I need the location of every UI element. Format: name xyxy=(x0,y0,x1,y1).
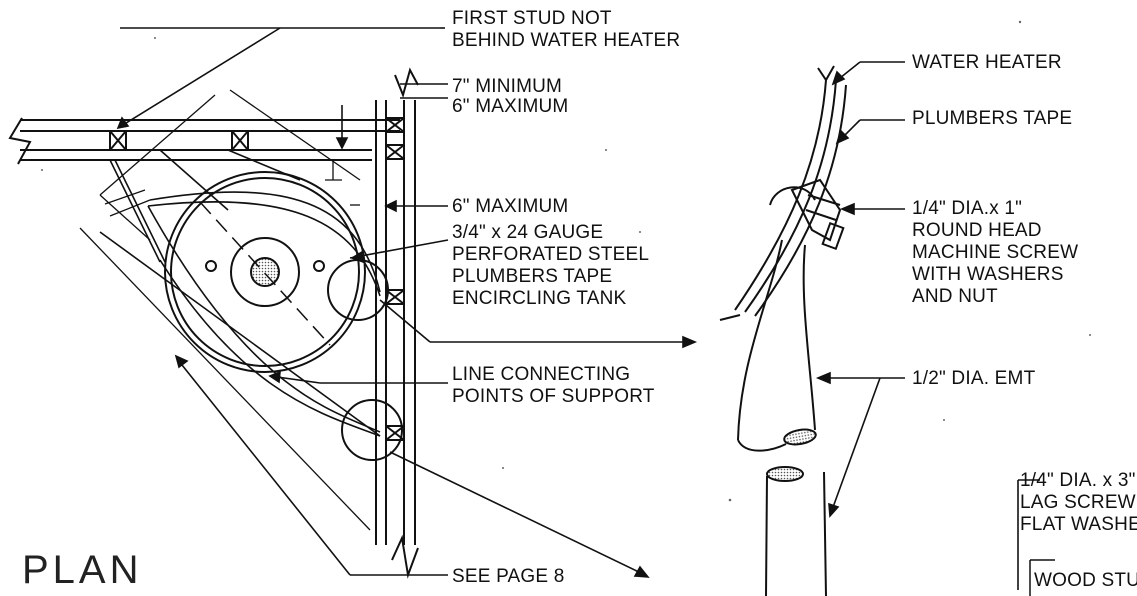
tape-spec-label: 3/4" x 24 GAUGE PERFORATED STEEL PLUMBER… xyxy=(452,222,649,310)
leaders-section xyxy=(815,61,1040,590)
machine-screw-line4: WITH WASHERS xyxy=(912,264,1064,285)
section-wood-stud xyxy=(1029,559,1055,596)
first-stud-line2: BEHIND WATER HEATER xyxy=(452,30,681,51)
line-connecting-line1: LINE CONNECTING xyxy=(452,364,631,385)
section-emt-upper xyxy=(737,239,817,452)
line-connecting-line2: POINTS OF SUPPORT xyxy=(452,386,655,407)
see-page-label: SEE PAGE 8 xyxy=(452,566,565,587)
machine-screw-line3: MACHINE SCREW xyxy=(912,242,1079,263)
side-wall xyxy=(375,67,419,579)
plumbers-tape-label: PLUMBERS TAPE xyxy=(912,108,1073,129)
scan-speckle xyxy=(41,20,1091,502)
tape-spec-line4: ENCIRCLING TANK xyxy=(452,288,627,309)
machine-screw-line5: AND NUT xyxy=(912,286,998,307)
section-water-heater-wall xyxy=(719,65,847,321)
tape-spec-line1: 3/4" x 24 GAUGE xyxy=(452,222,604,243)
lag-screw-line2: LAG SCREW WITH xyxy=(1020,492,1137,513)
max6-top-label: 6" MAXIMUM xyxy=(452,96,569,117)
section-screw xyxy=(769,178,845,251)
plan-straps xyxy=(99,149,381,437)
machine-screw-line1: 1/4" DIA.x 1" xyxy=(912,198,1023,219)
emt-label: 1/2" DIA. EMT xyxy=(912,368,1036,389)
line-connecting-label: LINE CONNECTING POINTS OF SUPPORT xyxy=(452,364,655,408)
tape-spec-line2: PERFORATED STEEL xyxy=(452,244,650,265)
lag-screw-label: 1/4" DIA. x 3" LAG SCREW WITH FLAT WASHE… xyxy=(1020,470,1137,536)
leaders-plan xyxy=(116,27,698,578)
tape-spec-line3: PLUMBERS TAPE xyxy=(452,266,613,287)
wood-stud-label: WOOD STUD xyxy=(1034,570,1137,591)
machine-screw-label: 1/4" DIA.x 1" ROUND HEAD MACHINE SCREW W… xyxy=(912,198,1078,308)
water-heater-tank xyxy=(164,171,366,373)
first-stud-line1: FIRST STUD NOT xyxy=(452,8,612,29)
plan-title: PLAN xyxy=(22,548,143,592)
first-stud-label: FIRST STUD NOT BEHIND WATER HEATER xyxy=(452,8,680,52)
machine-screw-line2: ROUND HEAD xyxy=(912,220,1042,241)
detail-circle-lower xyxy=(341,399,403,461)
water-heater-label: WATER HEATER xyxy=(912,52,1062,73)
max6-mid-label: 6" MAXIMUM xyxy=(452,196,569,217)
top-wall-studs xyxy=(109,117,405,160)
dimension-lines xyxy=(79,89,371,531)
min7-label: 7" MINIMUM xyxy=(452,76,563,97)
section-emt-lower xyxy=(765,466,827,596)
lag-screw-line3: FLAT WASHER xyxy=(1020,514,1137,535)
top-wall xyxy=(8,117,400,165)
lag-screw-line1: 1/4" DIA. x 3" xyxy=(1020,470,1136,491)
